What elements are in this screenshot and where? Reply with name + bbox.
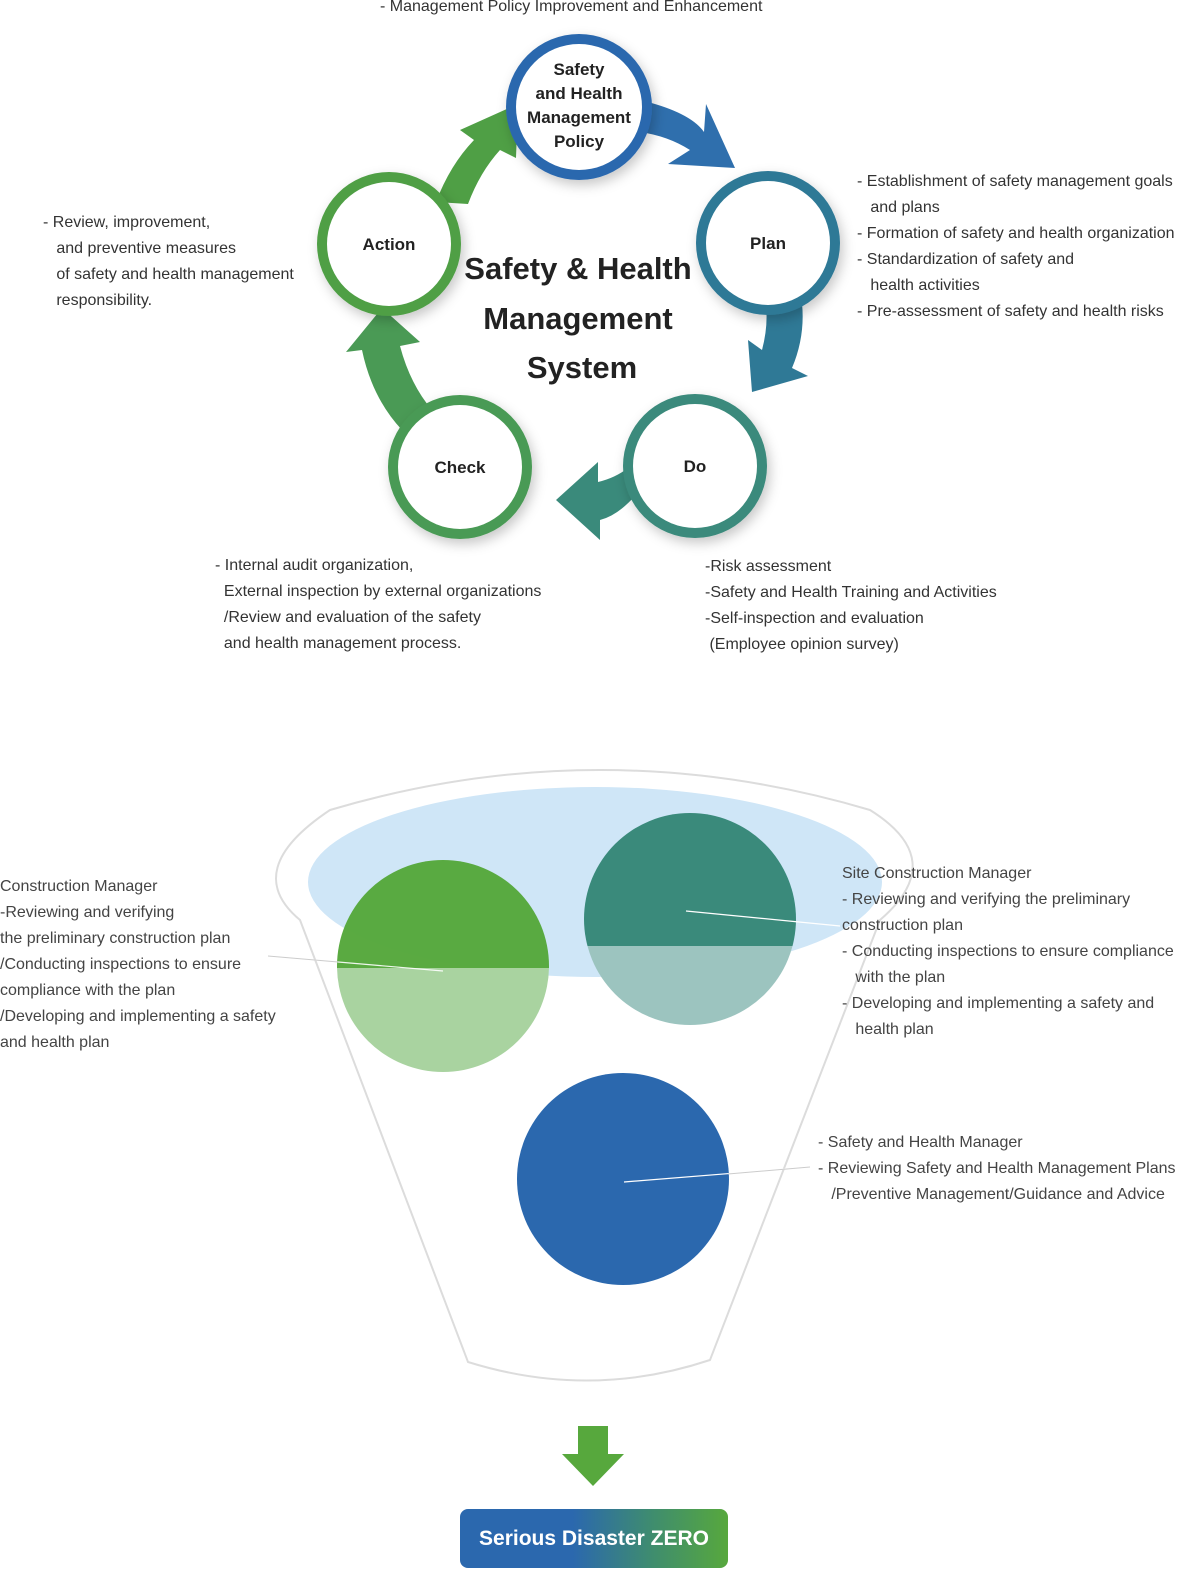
site-manager-line: construction plan xyxy=(842,917,963,934)
plan-note-line: - Establishment of safety management goa… xyxy=(857,173,1173,190)
construction-manager-line: /Developing and implementing a safety xyxy=(0,1008,276,1025)
construction-manager-circle-upper xyxy=(337,860,549,968)
check-notes: - Internal audit organization, External … xyxy=(215,553,541,657)
action-note-line: - Review, improvement, xyxy=(43,214,211,231)
do-note-line: -Self-inspection and evaluation xyxy=(705,610,924,627)
policy-note: - Management Policy Improvement and Enha… xyxy=(380,0,763,15)
construction-manager-leader-outside xyxy=(267,955,339,963)
construction-manager-circle-lower xyxy=(337,968,549,1072)
site-manager-line: - Reviewing and verifying the preliminar… xyxy=(842,891,1131,908)
construction-manager-line: the preliminary construction plan xyxy=(0,930,231,947)
arrow-do-to-check xyxy=(556,462,640,540)
action-note-line: responsibility. xyxy=(43,292,153,309)
action-node xyxy=(317,172,461,316)
plan-note-line: and plans xyxy=(857,199,940,216)
do-node-label: Do xyxy=(684,457,707,476)
safety-health-manager-notes: - Safety and Health Manager - Reviewing … xyxy=(818,1130,1176,1208)
site-manager-line: - Conducting inspections to ensure compl… xyxy=(842,943,1174,960)
arrow-check-to-action xyxy=(346,308,432,430)
policy-node xyxy=(506,34,652,180)
do-note-line: -Safety and Health Training and Activiti… xyxy=(705,584,997,601)
construction-manager-line: Construction Manager xyxy=(0,878,158,895)
center-title-line-2: Management xyxy=(483,301,672,336)
site-manager-line: with the plan xyxy=(842,969,946,986)
plan-node xyxy=(696,171,840,315)
pdca-cycle-diagram: Safety and Health Management Policy Plan… xyxy=(317,34,840,540)
result-badge: Serious Disaster ZERO xyxy=(460,1509,728,1568)
check-note-line: and health management process. xyxy=(215,635,462,652)
plan-notes: - Establishment of safety management goa… xyxy=(857,169,1175,325)
site-manager-line: health plan xyxy=(842,1021,934,1038)
site-manager-leader xyxy=(685,910,841,927)
do-note-line: -Risk assessment xyxy=(705,558,832,575)
center-title-line-3: System xyxy=(527,350,637,385)
do-notes: -Risk assessment -Safety and Health Trai… xyxy=(705,554,997,658)
arrow-action-to-policy xyxy=(436,104,518,204)
check-node-label: Check xyxy=(434,458,486,477)
plan-note-line: - Pre-assessment of safety and health ri… xyxy=(857,303,1164,320)
action-note-line: of safety and health management xyxy=(43,266,294,283)
check-note-line: /Review and evaluation of the safety xyxy=(215,609,481,626)
construction-manager-line: compliance with the plan xyxy=(0,982,176,999)
construction-manager-line: /Conducting inspections to ensure xyxy=(0,956,242,973)
site-manager-line: Site Construction Manager xyxy=(842,865,1032,882)
site-manager-notes: Site Construction Manager - Reviewing an… xyxy=(842,861,1174,1043)
check-note-line: External inspection by external organiza… xyxy=(215,583,542,600)
construction-manager-line: -Reviewing and verifying xyxy=(0,904,175,921)
check-note-line: - Internal audit organization, xyxy=(215,557,414,574)
policy-node-line-1: Safety xyxy=(553,60,605,79)
action-note-line: and preventive measures xyxy=(43,240,236,257)
center-title-line-1: Safety & Health xyxy=(464,251,691,286)
action-node-label: Action xyxy=(363,235,416,254)
do-node xyxy=(623,394,767,538)
construction-manager-line: and health plan xyxy=(0,1034,110,1051)
construction-manager-notes: Construction Manager -Reviewing and veri… xyxy=(0,874,276,1056)
plan-note-line: - Formation of safety and health organiz… xyxy=(857,225,1175,242)
do-note-line: (Employee opinion survey) xyxy=(705,636,899,653)
roles-funnel-diagram xyxy=(267,769,914,1382)
down-arrow-icon xyxy=(562,1426,624,1486)
policy-node-line-3: Management xyxy=(527,108,631,127)
policy-node-line-2: and Health xyxy=(536,84,623,103)
plan-node-label: Plan xyxy=(750,234,786,253)
funnel-outline xyxy=(275,769,914,1382)
safety-health-manager-line: - Reviewing Safety and Health Management… xyxy=(818,1160,1176,1177)
policy-node-line-4: Policy xyxy=(554,132,605,151)
safety-health-manager-line: - Safety and Health Manager xyxy=(818,1134,1023,1151)
plan-note-line: health activities xyxy=(857,277,980,294)
site-manager-line: - Developing and implementing a safety a… xyxy=(842,995,1155,1012)
arrow-policy-to-plan xyxy=(640,100,735,168)
safety-health-manager-line: /Preventive Management/Guidance and Advi… xyxy=(818,1186,1165,1203)
action-notes: - Review, improvement, and preventive me… xyxy=(43,210,294,314)
check-node xyxy=(388,395,532,539)
plan-note-line: - Standardization of safety and xyxy=(857,251,1075,268)
safety-health-manager-circle xyxy=(517,1073,729,1285)
site-manager-circle-lower xyxy=(587,946,793,1025)
arrow-plan-to-do xyxy=(748,290,808,392)
site-manager-circle-upper xyxy=(584,813,796,946)
safety-health-manager-leader-outside xyxy=(727,1166,811,1175)
